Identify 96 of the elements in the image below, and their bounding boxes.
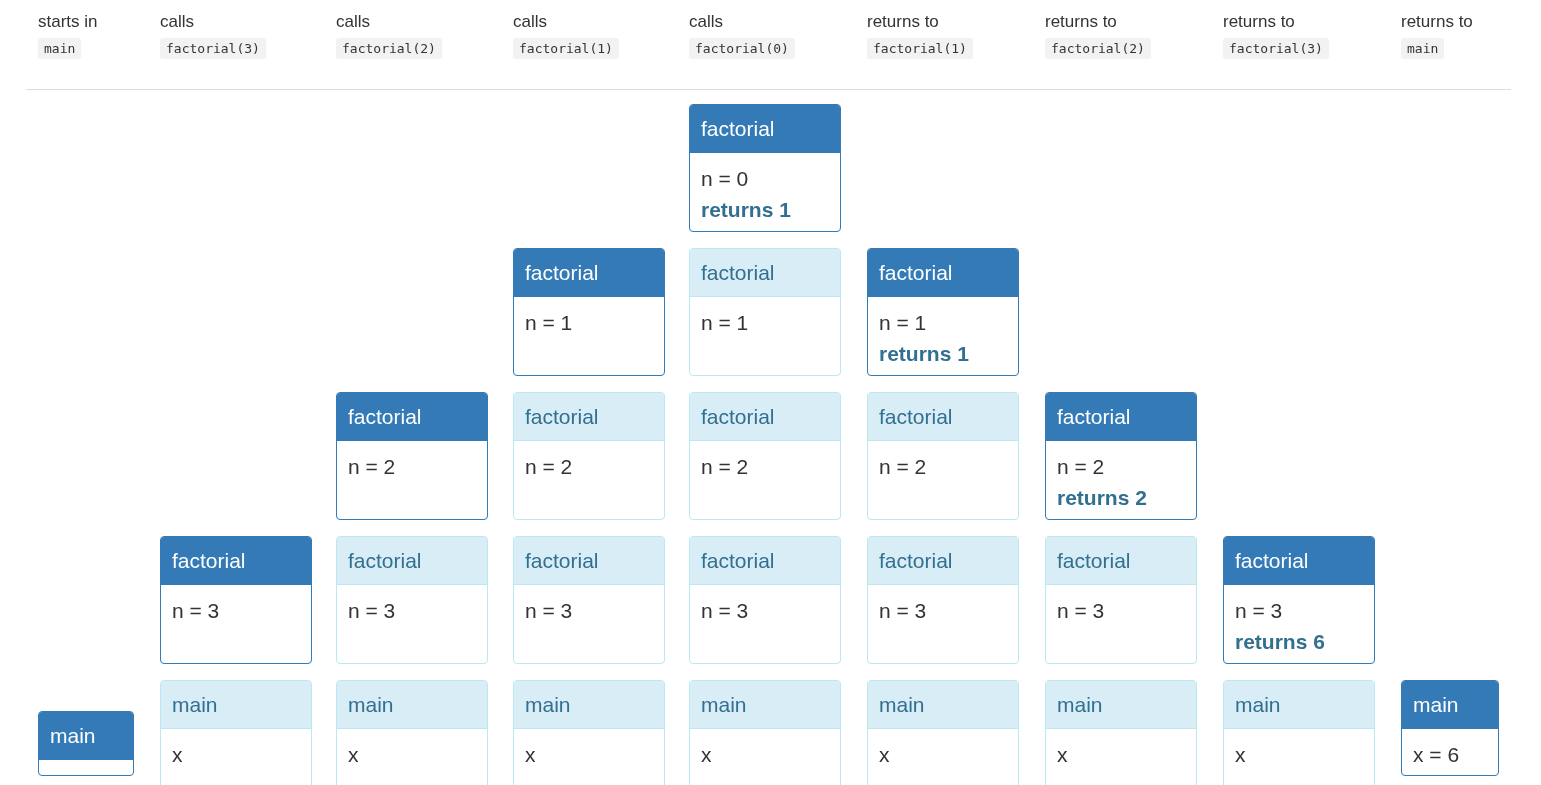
column-heading: returns to: [867, 12, 939, 32]
stack-frame: [38, 711, 134, 776]
frame-title: factorial: [348, 549, 422, 572]
stack-frame: [689, 536, 841, 664]
variable-text: n = 3: [701, 598, 750, 624]
stack-frame: [867, 248, 1019, 376]
frame-title: main: [525, 693, 571, 716]
variable-text: n = 2: [879, 454, 928, 480]
variable-text: x: [1057, 742, 1069, 768]
code-label: factorial(1): [513, 38, 619, 59]
frame-title: factorial: [525, 549, 599, 572]
code-label: main: [1401, 38, 1445, 59]
frame-title: main: [1057, 693, 1103, 716]
frame-title: factorial: [172, 549, 246, 572]
return-value-text: returns 2: [1057, 485, 1148, 511]
frame-title: factorial: [1057, 405, 1131, 428]
code-label: factorial(1): [867, 38, 973, 59]
frame-title: factorial: [879, 261, 953, 284]
stack-frame: [1223, 680, 1375, 785]
variable-text: x: [348, 742, 360, 768]
stack-frame: [160, 536, 312, 664]
column-heading: calls: [336, 12, 370, 32]
variable-text: n = 3: [348, 598, 397, 624]
code-label: main: [38, 38, 82, 59]
column-heading: calls: [513, 12, 547, 32]
variable-text: n = 1: [879, 310, 928, 336]
stack-frame: [867, 392, 1019, 520]
stack-frame: [336, 680, 488, 785]
column-heading: returns to: [1401, 12, 1473, 32]
stack-frame: [689, 680, 841, 785]
stack-frame: [1045, 680, 1197, 785]
frame-title: factorial: [1235, 549, 1309, 572]
variable-text: n = 3: [1057, 598, 1106, 624]
variable-text: n = 2: [525, 454, 574, 480]
return-value-text: returns 1: [879, 341, 970, 367]
stack-frame: [867, 680, 1019, 785]
stack-frame: [1045, 392, 1197, 520]
variable-text: n = 2: [1057, 454, 1106, 480]
frame-title: factorial: [701, 117, 775, 140]
column-heading: calls: [689, 12, 723, 32]
frame-title: factorial: [701, 549, 775, 572]
frame-title: main: [50, 724, 96, 747]
stack-frame: [689, 104, 841, 232]
code-label: factorial(3): [1223, 38, 1329, 59]
variable-text: n = 1: [701, 310, 750, 336]
frame-title: main: [172, 693, 218, 716]
variable-text: x = 6: [1413, 742, 1461, 768]
stack-frame: [336, 392, 488, 520]
frame-title: factorial: [525, 261, 599, 284]
variable-text: n = 3: [525, 598, 574, 624]
variable-text: n = 3: [172, 598, 221, 624]
frame-title: main: [1235, 693, 1281, 716]
stack-frame: [513, 536, 665, 664]
column-heading: returns to: [1223, 12, 1295, 32]
variable-text: n = 2: [348, 454, 397, 480]
frame-title: factorial: [525, 405, 599, 428]
frame-title: factorial: [701, 405, 775, 428]
variable-text: n = 3: [1235, 598, 1284, 624]
column-heading: calls: [160, 12, 194, 32]
column-heading: starts in: [38, 12, 98, 32]
variable-text: x: [525, 742, 537, 768]
stack-frame: [160, 680, 312, 785]
stack-frame: [336, 536, 488, 664]
frame-title: main: [879, 693, 925, 716]
code-label: factorial(3): [160, 38, 266, 59]
frame-title: main: [701, 693, 747, 716]
stack-frame: [689, 392, 841, 520]
stack-frame: [867, 536, 1019, 664]
frame-title: main: [348, 693, 394, 716]
stack-frame: [1223, 536, 1375, 664]
variable-text: x: [701, 742, 713, 768]
code-label: factorial(2): [336, 38, 442, 59]
variable-text: n = 1: [525, 310, 574, 336]
stack-frame: [1401, 680, 1499, 776]
stack-frame: [689, 248, 841, 376]
column-heading: returns to: [1045, 12, 1117, 32]
frame-title: factorial: [879, 405, 953, 428]
variable-text: x: [172, 742, 184, 768]
variable-text: n = 3: [879, 598, 928, 624]
stack-frame: [1045, 536, 1197, 664]
frame-title: factorial: [348, 405, 422, 428]
frame-title: factorial: [1057, 549, 1131, 572]
stack-frame: [513, 392, 665, 520]
frame-title: factorial: [701, 261, 775, 284]
stack-frame: [513, 248, 665, 376]
variable-text: n = 0: [701, 166, 750, 192]
code-label: factorial(2): [1045, 38, 1151, 59]
variable-text: x: [879, 742, 891, 768]
code-label: factorial(0): [689, 38, 795, 59]
return-value-text: returns 1: [701, 197, 792, 223]
variable-text: x: [1235, 742, 1247, 768]
stack-frame: [513, 680, 665, 785]
frame-title: main: [1413, 693, 1459, 716]
variable-text: n = 2: [701, 454, 750, 480]
frame-title: factorial: [879, 549, 953, 572]
return-value-text: returns 6: [1235, 629, 1326, 655]
